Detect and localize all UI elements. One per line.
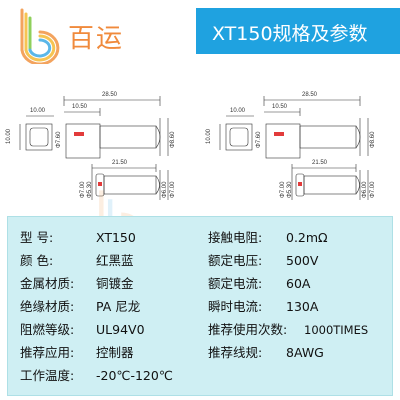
spec-value: 500V <box>286 253 319 268</box>
dim-body-right: 10.50 <box>272 104 288 110</box>
dim-b1-right: Φ7.00 <box>280 181 286 198</box>
spec-value: UL94V0 <box>96 322 145 337</box>
spec-row: 阻燃等级: UL94V0 推荐使用次数: 1000TIMES <box>8 319 394 341</box>
spec-value: 60A <box>286 276 311 291</box>
spec-value: 0.2mΩ <box>286 230 328 245</box>
dim-b4-right: Φ7.00 <box>370 181 376 198</box>
dim-d2-left: Φ8.60 <box>170 131 176 148</box>
header: 百运 XT150规格及参数 <box>0 0 400 66</box>
spec-value: 红黑蓝 <box>96 253 134 268</box>
dim-length-top-right: 28.50 <box>302 92 318 98</box>
technical-drawing <box>19 96 369 200</box>
dim-b2-right: Φ5.30 <box>287 181 293 198</box>
spec-value: 8AWG <box>286 345 324 360</box>
spec-label: 金属材质: <box>20 276 75 291</box>
spec-panel: 型 号: XT150 接触电阻: 0.2mΩ 颜 色: 红黑蓝 额定电压: 50… <box>7 216 393 396</box>
spec-label: 额定电压: <box>208 253 263 268</box>
spec-label: 推荐线规: <box>208 345 263 360</box>
spec-label: 推荐使用次数: <box>208 322 288 337</box>
spec-value: 控制器 <box>96 345 134 360</box>
spec-label: 阻燃等级: <box>20 322 75 337</box>
dim-body-left: 10.50 <box>72 104 88 110</box>
dimension-drawings: 28.50 10.50 10.00 10.00 Φ7.60 Φ8.60 21.5… <box>0 66 400 214</box>
spec-row: 绝缘材质: PA 尼龙 瞬时电流: 130A <box>8 296 394 318</box>
spec-label: 颜 色: <box>20 253 54 268</box>
dim-length-top-left: 28.50 <box>102 92 118 98</box>
page-title: XT150规格及参数 <box>212 23 368 45</box>
spec-label: 工作温度: <box>20 368 75 383</box>
spec-label: 瞬时电流: <box>208 299 263 314</box>
spec-value: -20℃-120℃ <box>96 368 173 383</box>
spec-value: PA 尼龙 <box>96 299 141 314</box>
dim-length-bottom-right: 21.50 <box>312 160 328 166</box>
spec-value: XT150 <box>96 230 136 245</box>
title-banner: XT150规格及参数 <box>196 8 400 54</box>
spec-row: 型 号: XT150 接触电阻: 0.2mΩ <box>8 227 394 249</box>
brand-name: 百运 <box>68 24 125 54</box>
dim-b3-left: Φ6.00 <box>162 181 168 198</box>
dim-width-right: 10.00 <box>230 108 246 114</box>
dim-height-right: 10.00 <box>206 128 212 144</box>
spec-row: 工作温度: -20℃-120℃ <box>8 365 394 387</box>
spec-value: 铜镀金 <box>96 276 134 291</box>
dim-b4-left: Φ7.00 <box>170 181 176 198</box>
dim-length-bottom-left: 21.50 <box>112 160 128 166</box>
spec-value: 1000TIMES <box>304 323 369 337</box>
spec-label: 接触电阻: <box>208 230 263 245</box>
spec-label: 推荐应用: <box>20 345 75 360</box>
spec-label: 额定电流: <box>208 276 263 291</box>
dim-d2-right: Φ8.60 <box>370 131 376 148</box>
spec-value: 130A <box>286 299 319 314</box>
brand-logo-icon <box>20 8 60 64</box>
spec-label: 绝缘材质: <box>20 299 75 314</box>
dim-d1-right: Φ7.60 <box>256 131 262 148</box>
spec-row: 颜 色: 红黑蓝 额定电压: 500V <box>8 250 394 272</box>
dim-b1-left: Φ7.00 <box>80 181 86 198</box>
spec-label: 型 号: <box>20 230 54 245</box>
dim-b3-right: Φ6.00 <box>362 181 368 198</box>
spec-row: 推荐应用: 控制器 推荐线规: 8AWG <box>8 342 394 364</box>
spec-row: 金属材质: 铜镀金 额定电流: 60A <box>8 273 394 295</box>
dim-height-left: 10.00 <box>6 128 12 144</box>
dim-d1-left: Φ7.60 <box>56 131 62 148</box>
dim-width-left: 10.00 <box>30 108 46 114</box>
